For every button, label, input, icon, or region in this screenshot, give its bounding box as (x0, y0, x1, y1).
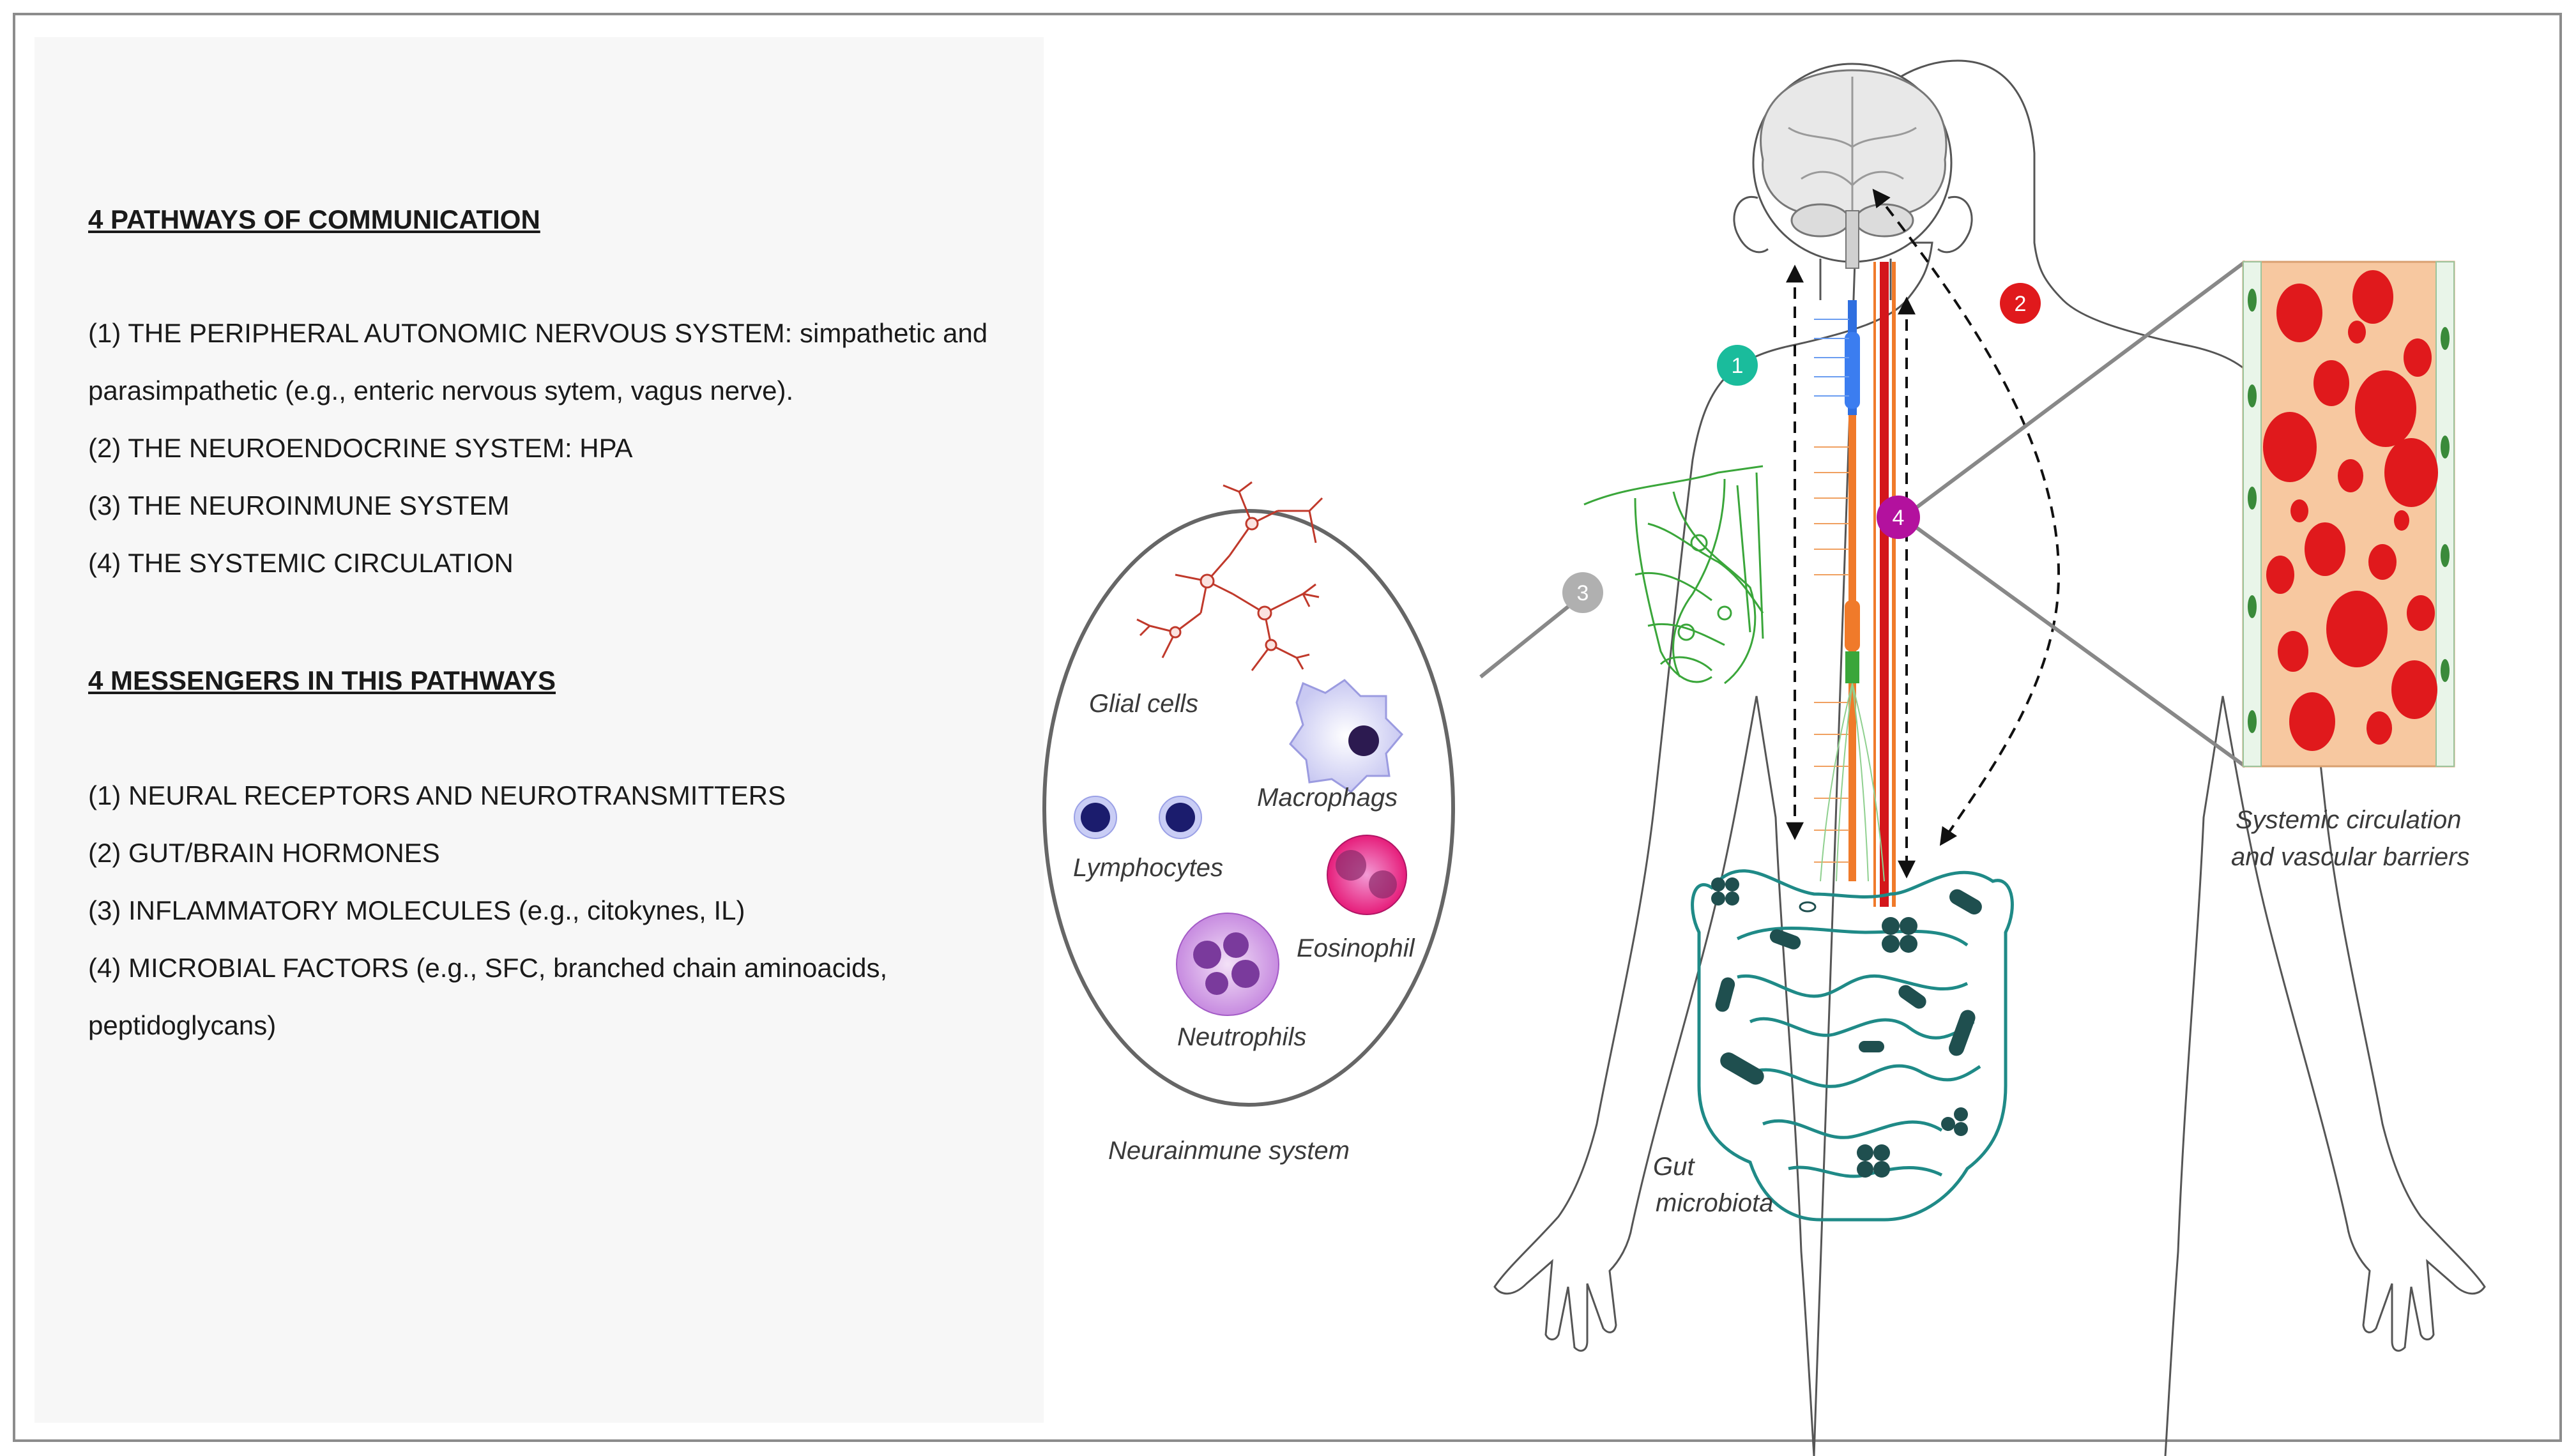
messenger-item: (4) MICROBIAL FACTORS (e.g., SFC, branch… (88, 953, 888, 983)
neutrophil (1176, 913, 1279, 1016)
messenger-item: (1) NEURAL RECEPTORS AND NEUROTRANSMITTE… (88, 780, 786, 810)
communication-arrows (1786, 188, 2061, 879)
right-ear (1937, 195, 1973, 254)
pathways-heading: 4 PATHWAYS OF COMMUNICATION (88, 204, 540, 234)
body-outline (1493, 59, 2486, 1456)
immune-connector (1479, 592, 1585, 679)
messenger-item: (3) INFLAMMATORY MOLECULES (e.g., citoky… (88, 895, 745, 925)
gut (1691, 869, 2014, 1222)
neutrophils-label: Neutrophils (1177, 1023, 1306, 1051)
spinal-pathways (1814, 262, 1896, 907)
immune-system-ellipse (1042, 509, 1455, 1107)
eosinophil-label: Eosinophil (1297, 934, 1415, 962)
pathway-item: (3) THE NEUROINMUNE SYSTEM (88, 490, 510, 520)
messengers-heading: 4 MESSENGERS IN THIS PATHWAYS (88, 665, 556, 695)
gut-label: Gut (1653, 1153, 1695, 1181)
microbes (1711, 877, 1982, 1178)
text-panel (34, 37, 1044, 1423)
svg-text:2: 2 (2015, 292, 2027, 316)
microbiota-label: microbiota (1656, 1189, 1774, 1217)
lymphocytes (1074, 796, 1202, 839)
systemic-circulation-label: Systemic circulation (2236, 806, 2461, 834)
pathway-item: (1) THE PERIPHERAL AUTONOMIC NERVOUS SYS… (88, 318, 988, 348)
glial-cells (1136, 481, 1323, 671)
blood-vessel-panel (1902, 260, 2455, 768)
svg-text:1: 1 (1732, 354, 1744, 378)
messenger-item: peptidoglycans) (88, 1010, 277, 1040)
macrophage (1289, 679, 1404, 793)
pathway-item: (4) THE SYSTEMIC CIRCULATION (88, 548, 514, 578)
pathway-badge-3: 3 (1562, 572, 1603, 613)
lymphocytes-label: Lymphocytes (1073, 854, 1223, 882)
svg-text:4: 4 (1893, 506, 1905, 530)
lymphatic-network (1583, 465, 1764, 685)
svg-text:3: 3 (1577, 581, 1589, 605)
vascular-barriers-label: and vascular barriers (2231, 843, 2470, 871)
pathway-badge-2: 2 (2000, 283, 2041, 324)
messenger-item: (2) GUT/BRAIN HORMONES (88, 838, 440, 868)
pathway-item: (2) THE NEUROENDOCRINE SYSTEM: HPA (88, 433, 633, 463)
neuroimmune-system-label: Neurainmune system (1108, 1137, 1350, 1165)
glial-cells-label: Glial cells (1089, 690, 1198, 718)
pathway-badge-4: 4 (1877, 496, 1920, 539)
macrophags-label: Macrophags (1257, 784, 1398, 812)
pathway-badge-1: 1 (1717, 345, 1758, 386)
left-ear (1733, 195, 1769, 254)
pathway-item: parasimpathetic (e.g., enteric nervous s… (88, 375, 794, 406)
eosinophil (1327, 835, 1407, 915)
